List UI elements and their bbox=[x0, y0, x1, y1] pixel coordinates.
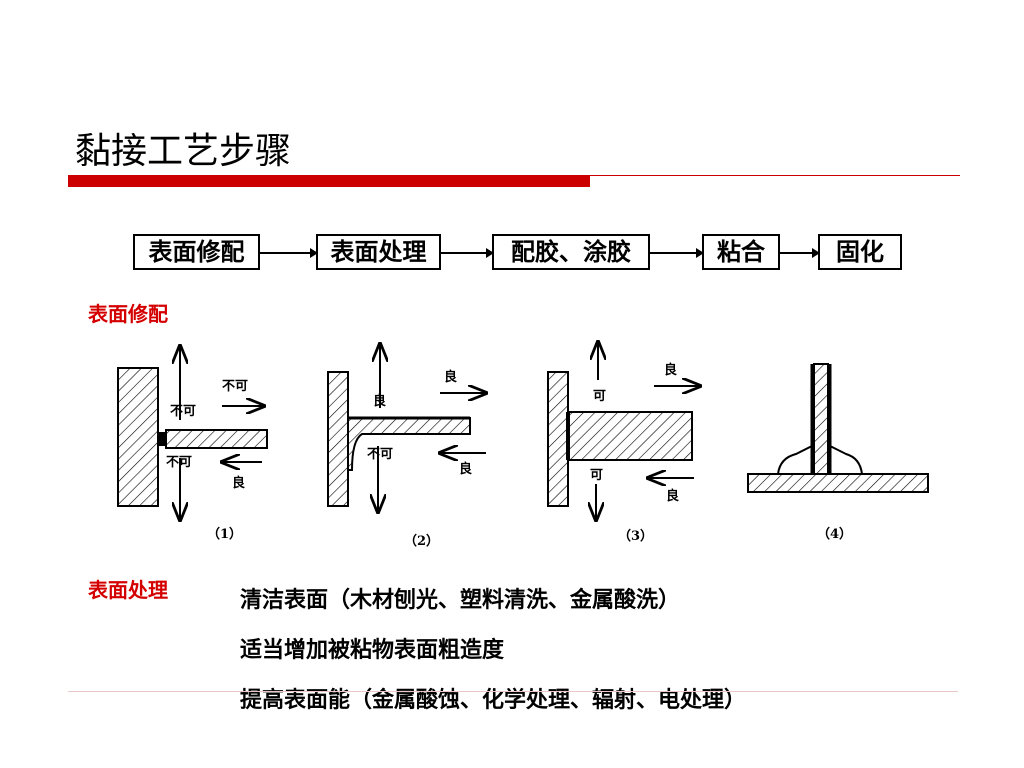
fig2-caption: （2） bbox=[404, 533, 439, 549]
fig2-label-bottom-right: 良 bbox=[459, 461, 472, 477]
treatment-item-2: 适当增加被粘物表面粗造度 bbox=[240, 637, 505, 663]
flow-step-surface-fitting: 表面修配 bbox=[133, 234, 260, 270]
flow-arrow bbox=[650, 248, 704, 258]
figure-2: 良 良 不可 良 （2） bbox=[327, 344, 486, 549]
title-underline-line bbox=[590, 175, 960, 176]
fig1-label-top-left: 不可 bbox=[170, 404, 196, 419]
treatment-item-3: 提高表面能（金属酸蚀、化学处理、辐射、电处理） bbox=[240, 687, 747, 713]
section-label-surface-treatment: 表面处理 bbox=[88, 578, 168, 602]
figure-1: 不可 不可 不可 良 （1） bbox=[117, 346, 268, 542]
fig3-caption: （3） bbox=[618, 528, 653, 544]
flow-step-curing: 固化 bbox=[818, 234, 902, 270]
figure-3: 良 可 可 良 （3） bbox=[547, 342, 700, 544]
fig1-label-top-right: 不可 bbox=[222, 379, 248, 394]
fig1-label-bottom-right: 良 bbox=[232, 475, 245, 491]
fig1-caption: （1） bbox=[207, 526, 242, 542]
flow-arrow bbox=[260, 248, 318, 258]
fig2-label-top-right: 良 bbox=[444, 369, 457, 385]
flow-arrow bbox=[441, 248, 494, 258]
fig3-label-bottom-left: 可 bbox=[590, 468, 603, 483]
section-label-surface-fitting: 表面修配 bbox=[88, 302, 168, 326]
treatment-item-1: 清洁表面（木材刨光、塑料清洗、金属酸洗） bbox=[240, 587, 681, 613]
page-title: 黏接工艺步骤 bbox=[75, 131, 292, 172]
fig3-label-top-left: 可 bbox=[593, 389, 606, 404]
flow-step-bonding: 粘合 bbox=[702, 234, 780, 270]
footer-divider bbox=[68, 691, 958, 692]
flow-step-glue-mixing: 配胶、涂胶 bbox=[492, 234, 650, 270]
fig4-caption: （4） bbox=[817, 526, 852, 542]
fig3-label-bottom-right: 良 bbox=[666, 488, 679, 504]
flow-arrow bbox=[780, 248, 820, 258]
title-underline-bar bbox=[68, 175, 590, 187]
fig2-label-top-left: 良 bbox=[373, 393, 386, 409]
fig2-label-bottom-left: 不可 bbox=[367, 447, 393, 462]
figure-4: （4） bbox=[747, 363, 929, 542]
fig1-label-bottom-left: 不可 bbox=[166, 455, 192, 470]
flow-step-surface-treatment: 表面处理 bbox=[316, 234, 441, 270]
fig3-label-top-right: 良 bbox=[664, 362, 677, 378]
